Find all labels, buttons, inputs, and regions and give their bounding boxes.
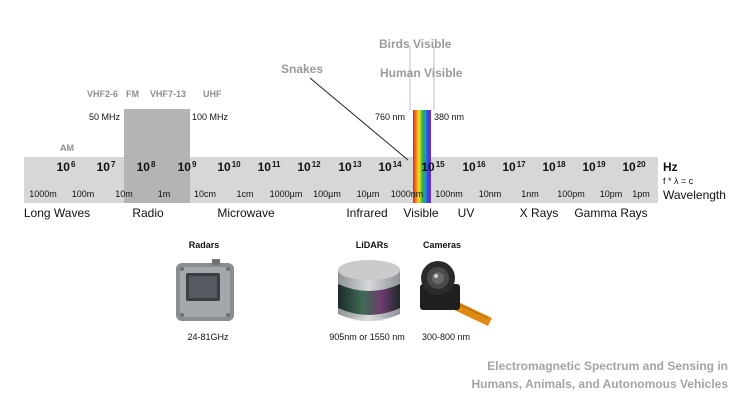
freq-tick: 1013 <box>338 160 362 174</box>
vhf713-label: VHF7-13 <box>150 89 187 99</box>
freq-tick: 1018 <box>542 160 566 174</box>
wavelength-tick: 10nm <box>478 189 502 199</box>
vhf26-label: VHF2-6 <box>87 89 119 99</box>
nm380-label: 380 nm <box>434 112 465 122</box>
radar-image <box>176 259 234 321</box>
uhf-label: UHF <box>203 89 222 99</box>
cameras-caption: 300-800 nm <box>421 332 471 342</box>
wavelength-tick: 100nm <box>435 189 463 199</box>
region-label: UV <box>457 206 475 220</box>
snakes-label: Snakes <box>281 62 324 76</box>
wavelength-tick: 1m <box>157 189 171 199</box>
wavelength-tick: 100µm <box>313 189 341 199</box>
lidar-image: Velodyne Lidar <box>338 260 400 323</box>
formula-label: f * λ = c <box>663 176 694 186</box>
wavelength-tick: 10m <box>115 189 133 199</box>
mhz100-label: 100 MHz <box>192 112 229 122</box>
radars-caption: 24-81GHz <box>187 332 229 342</box>
wavelength-tick: 100m <box>71 189 95 199</box>
freq-tick: 106 <box>56 160 76 174</box>
wavelength-unit-label: Wavelength <box>663 188 726 202</box>
freq-tick: 108 <box>136 160 156 174</box>
lidar-brand-text: Velodyne Lidar <box>352 317 385 323</box>
wavelength-tick: 1cm <box>236 189 254 199</box>
region-label: Gamma Rays <box>574 206 648 220</box>
region-label: Microwave <box>217 206 275 220</box>
wavelength-tick: 1nm <box>521 189 539 199</box>
radars-title: Radars <box>188 240 220 250</box>
am-label: AM <box>60 143 74 153</box>
wavelength-tick: 10cm <box>193 189 217 199</box>
camera-image <box>420 261 492 326</box>
nm760-label: 760 nm <box>375 112 406 122</box>
wavelength-tick: 1000nm <box>390 189 424 199</box>
region-label: Long Waves <box>23 206 91 220</box>
freq-tick: 1016 <box>462 160 486 174</box>
visible-spectrum-strip <box>413 110 431 203</box>
wavelength-tick: 100pm <box>557 189 585 199</box>
radio-broadcast-box <box>124 109 190 203</box>
cameras-title: Cameras <box>422 240 462 250</box>
human-visible-label: Human Visible <box>380 66 463 80</box>
caption-line-2: Humans, Animals, and Autonomous Vehicles <box>471 377 729 391</box>
wavelength-tick: 1000m <box>29 189 57 199</box>
region-label: Radio <box>132 206 164 220</box>
hz-label: Hz <box>663 160 678 174</box>
region-label: Visible <box>403 206 439 220</box>
freq-tick: 109 <box>177 160 197 174</box>
region-label: X Rays <box>519 206 559 220</box>
wavelength-tick: 10pm <box>599 189 623 199</box>
freq-tick: 1014 <box>378 160 402 174</box>
freq-tick: 1019 <box>582 160 606 174</box>
fm-label: FM <box>126 89 139 99</box>
freq-tick: 1020 <box>622 160 646 174</box>
freq-tick: 107 <box>96 160 116 174</box>
freq-tick: 1011 <box>257 160 281 174</box>
mhz50-label: 50 MHz <box>89 112 121 122</box>
wavelength-tick: 1000µm <box>269 189 303 199</box>
birds-visible-label: Birds Visible <box>379 37 452 51</box>
freq-tick: 1010 <box>217 160 241 174</box>
lidars-title: LiDARs <box>355 240 389 250</box>
figure-caption: Electromagnetic Spectrum and Sensing in … <box>472 357 729 393</box>
wavelength-tick: 10µm <box>356 189 380 199</box>
freq-tick: 1015 <box>421 160 445 174</box>
caption-line-1: Electromagnetic Spectrum and Sensing in <box>487 359 728 373</box>
freq-tick: 1012 <box>297 160 321 174</box>
wavelength-tick: 1pm <box>632 189 650 199</box>
lidars-caption: 905nm or 1550 nm <box>329 332 405 342</box>
snakes-pointer-line <box>309 77 409 161</box>
freq-tick: 1017 <box>502 160 526 174</box>
region-label: Infrared <box>346 206 388 220</box>
